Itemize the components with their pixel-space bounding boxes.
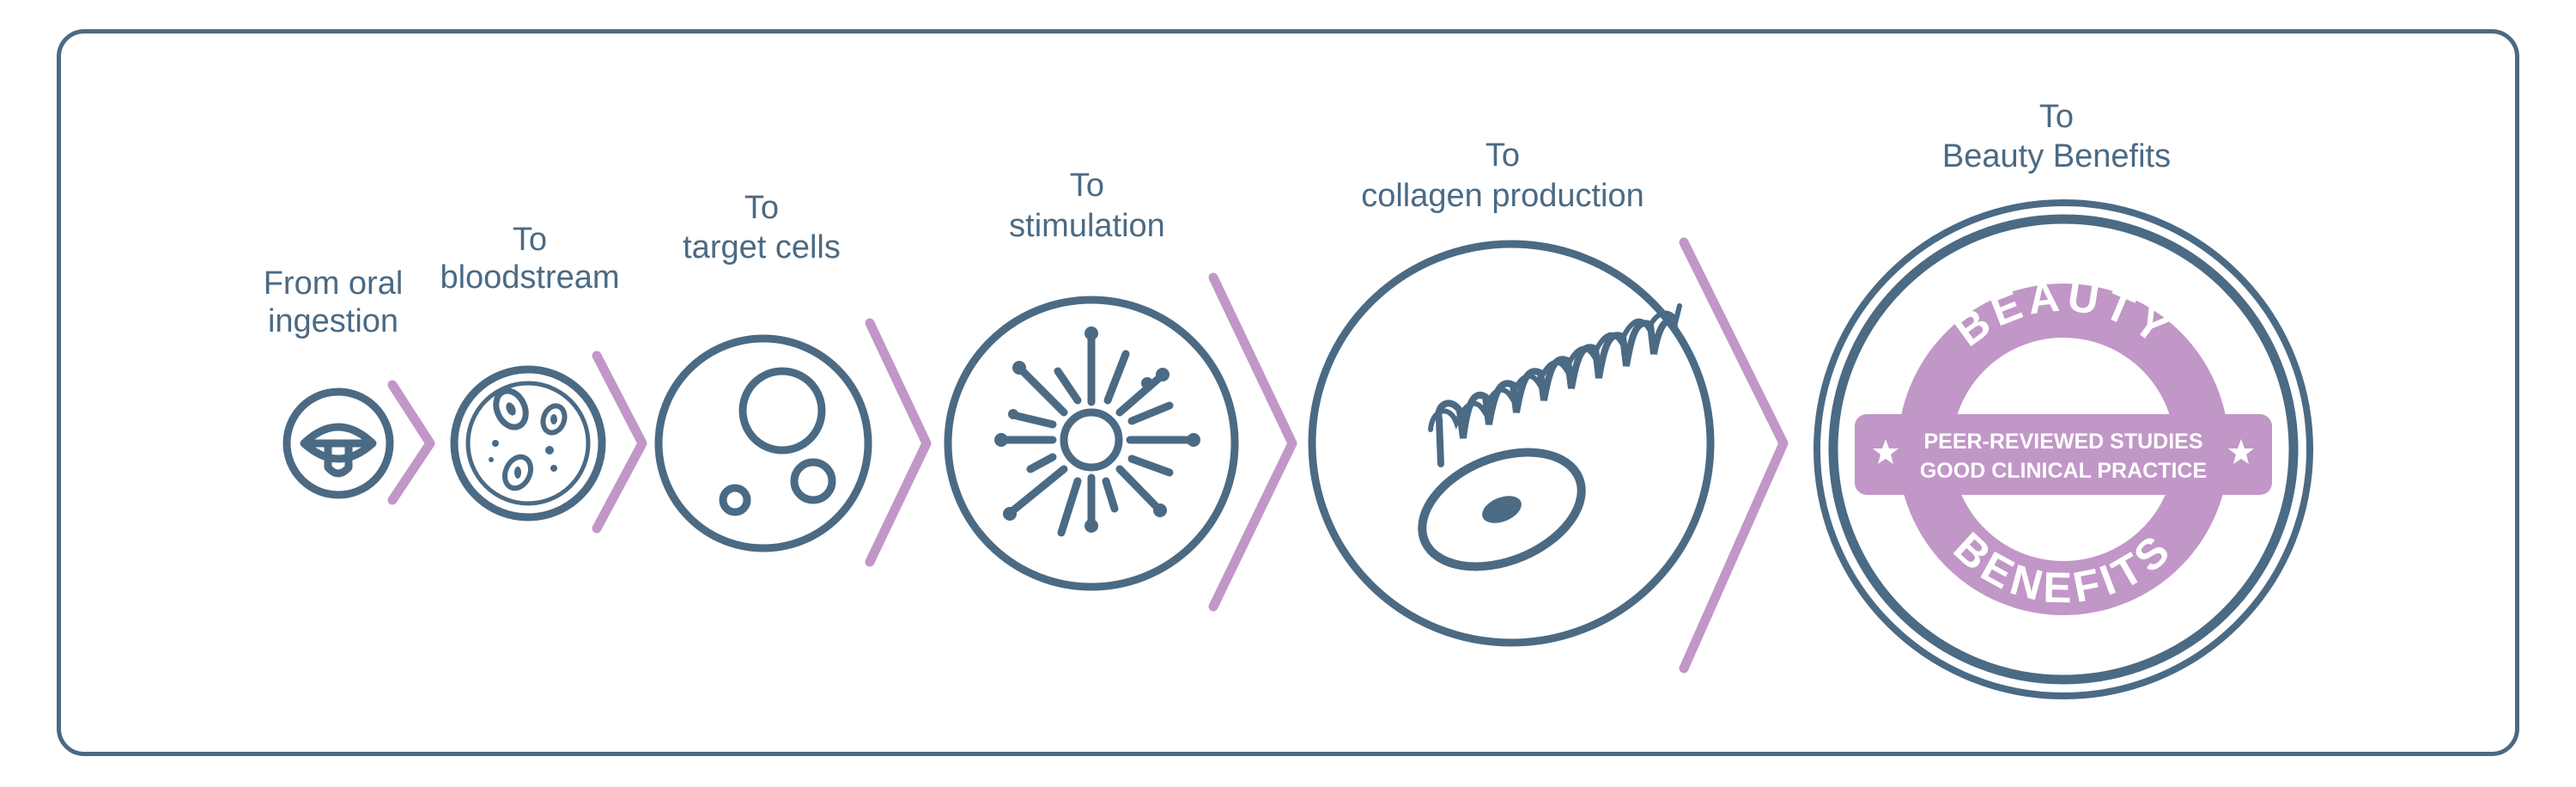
collagen-fiber-icon: [1308, 240, 1715, 647]
seal-banner-line2: GOOD CLINICAL PRACTICE: [1920, 459, 2207, 483]
step-label-beauty: To Beauty Benefits: [1942, 99, 2171, 174]
step-label-line2: target cells: [683, 229, 841, 265]
step-label-line1: To: [1070, 168, 1104, 204]
step-label-line2: collagen production: [1361, 178, 1644, 214]
mouth-icon: [283, 387, 394, 499]
step-label-line2: bloodstream: [440, 259, 619, 296]
chevron-arrow-icon: [592, 351, 647, 534]
star-icon: [1873, 439, 1899, 464]
step-label-oral: From oral ingestion: [264, 265, 404, 339]
step-label-target-cells: To target cells: [683, 190, 841, 265]
step-label-line1: To: [513, 222, 547, 258]
target-cells-icon: [654, 334, 872, 552]
stimulation-icon: [944, 296, 1239, 591]
blood-cells-icon: [450, 365, 606, 522]
step-label-line1: To: [2039, 99, 2074, 135]
seal-banner-line1: PEER-REVIEWED STUDIES: [1923, 430, 2202, 454]
step-label-line1: To: [1485, 137, 1520, 174]
step-label-collagen: To collagen production: [1361, 137, 1644, 214]
step-label-line2: ingestion: [268, 303, 398, 339]
step-label-line2: stimulation: [1009, 208, 1165, 244]
chevron-arrow-icon: [865, 318, 932, 567]
beauty-seal-icon: BEAUTY BENEFITS PEER-REVIEWED STUDIES GO…: [1814, 199, 2313, 699]
step-label-stimulation: To stimulation: [1009, 168, 1165, 244]
star-icon: [2228, 439, 2254, 464]
step-label-line2: Beauty Benefits: [1942, 138, 2171, 174]
step-label-line1: From oral: [264, 265, 404, 302]
chevron-arrow-icon: [1208, 272, 1297, 612]
seal-banner: [1855, 414, 2272, 495]
diagram-frame: [57, 29, 2519, 756]
chevron-arrow-icon: [1679, 237, 1789, 674]
step-label-line1: To: [744, 190, 779, 226]
chevron-arrow-icon: [387, 380, 435, 505]
step-label-bloodstream: To bloodstream: [440, 222, 619, 296]
